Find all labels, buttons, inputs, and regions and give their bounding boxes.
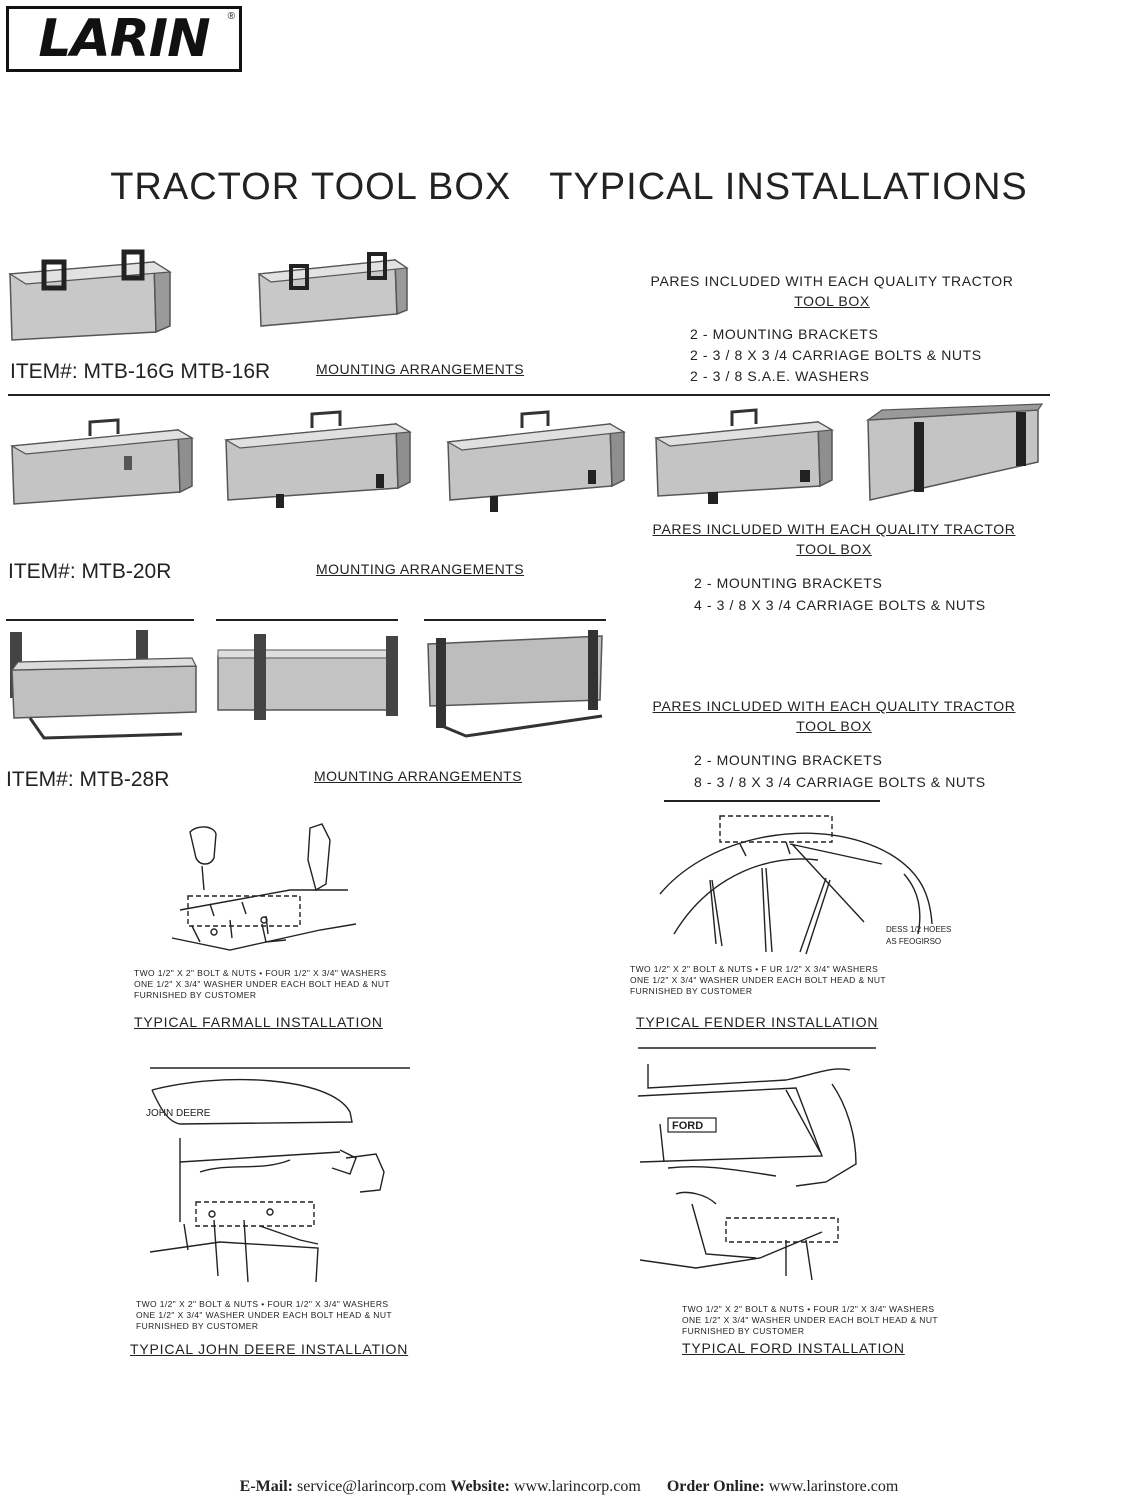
part-item: 4 - 3 / 8 X 3 /4 CARRIAGE BOLTS & NUTS	[694, 597, 986, 613]
product-photo-mtb-20r-e	[865, 403, 1044, 501]
website-link[interactable]: www.larincorp.com	[513, 1478, 641, 1495]
caption-line: FURNISHED BY CUSTOMER	[134, 990, 257, 1000]
mounting-label-1: MOUNTING ARRANGEMENTS	[316, 361, 525, 377]
part-item: 2 - MOUNTING BRACKETS	[694, 575, 883, 591]
contact-footer: E-Mail: service@larincorp.com Website: w…	[0, 1478, 1138, 1496]
divider-short	[216, 619, 398, 621]
caption-line: TWO 1/2" X 2" BOLT & NUTS • FOUR 1/2" X …	[682, 1304, 935, 1314]
mounting-label-2: MOUNTING ARRANGEMENTS	[316, 561, 525, 577]
caption-line: ONE 1/2" X 3/4" WASHER UNDER EACH BOLT H…	[134, 979, 390, 989]
email-link[interactable]: service@larincorp.com	[297, 1478, 447, 1495]
product-photo-mtb-20r-a	[10, 418, 194, 505]
product-photo-mtb-20r-b	[224, 410, 412, 508]
farmall-title: TYPICAL FARMALL INSTALLATION	[134, 1014, 383, 1030]
tool-box-label-2: TOOL BOX	[796, 541, 872, 557]
order-label: Order Online:	[666, 1478, 765, 1495]
caption-line: FURNISHED BY CUSTOMER	[682, 1326, 805, 1336]
fender-callout-1: DESS 1/2 HOEES	[886, 925, 951, 934]
email-label: E-Mail:	[239, 1478, 293, 1495]
product-photo-mtb-16r	[257, 252, 409, 327]
section-divider	[8, 394, 1050, 396]
ford-installation-diagram: FORD	[637, 1047, 876, 1281]
pares-block-1: PARES INCLUDED WITH EACH QUALITY TRACTOR…	[622, 273, 1042, 309]
divider-short	[6, 619, 194, 621]
caption-line: FURNISHED BY CUSTOMER	[630, 986, 753, 996]
fender-title: TYPICAL FENDER INSTALLATION	[636, 1014, 879, 1030]
website-label: Website:	[450, 1478, 510, 1495]
pares-block-3: PARES INCLUDED WITH EACH QUALITY TRACTOR…	[624, 698, 1044, 734]
pares-block-2: PARES INCLUDED WITH EACH QUALITY TRACTOR…	[624, 521, 1044, 557]
divider-short	[424, 619, 606, 621]
product-photo-mtb-20r-c	[446, 410, 626, 512]
pares-line-1: PARES INCLUDED WITH EACH QUALITY TRACTOR	[650, 273, 1014, 289]
tool-box-label-1: TOOL BOX	[794, 293, 870, 309]
item-label-mtb-20r: ITEM#: MTB-20R	[8, 560, 172, 583]
fender-installation-diagram: DESS 1/2 HOEES AS FEOGIRSO	[659, 815, 951, 955]
parts-list-3: 2 - MOUNTING BRACKETS 8 - 3 / 8 X 3 /4 C…	[694, 749, 986, 793]
item-label-mtb-28r: ITEM#: MTB-28R	[6, 768, 170, 791]
product-photo-mtb-16g	[8, 249, 172, 341]
farmall-installation-diagram	[171, 823, 357, 951]
caption-line: ONE 1/2" X 3/4" WASHER UNDER EACH BOLT H…	[630, 975, 886, 985]
registered-mark: ®	[227, 11, 235, 22]
john-deere-label: JOHN DEERE	[146, 1108, 211, 1119]
pares-line-3: PARES INCLUDED WITH EACH QUALITY TRACTOR	[652, 698, 1016, 714]
pares-line-2: PARES INCLUDED WITH EACH QUALITY TRACTOR	[652, 521, 1016, 537]
tool-box-label-3: TOOL BOX	[796, 718, 872, 734]
brand-logo: LARIN ®	[6, 6, 242, 72]
title-part-1: TRACTOR TOOL BOX	[110, 166, 512, 208]
part-item: 2 - 3 / 8 S.A.E. WASHERS	[690, 368, 870, 384]
caption-line: ONE 1/2" X 3/4" WASHER UNDER EACH BOLT H…	[682, 1315, 938, 1325]
part-item: 2 - 3 / 8 X 3 /4 CARRIAGE BOLTS & NUTS	[690, 347, 982, 363]
caption-line: FURNISHED BY CUSTOMER	[136, 1321, 259, 1331]
product-photo-mtb-28r-b	[217, 634, 398, 720]
caption-line: TWO 1/2" X 2" BOLT & NUTS • FOUR 1/2" X …	[134, 968, 387, 978]
title-part-2: TYPICAL INSTALLATIONS	[549, 166, 1028, 208]
page-title: TRACTOR TOOL BOX TYPICAL INSTALLATIONS	[0, 166, 1138, 209]
john-deere-caption: TWO 1/2" X 2" BOLT & NUTS • FOUR 1/2" X …	[136, 1299, 392, 1332]
part-item: 2 - MOUNTING BRACKETS	[694, 752, 883, 768]
farmall-caption: TWO 1/2" X 2" BOLT & NUTS • FOUR 1/2" X …	[134, 968, 390, 1001]
product-photo-mtb-20r-d	[654, 408, 834, 504]
caption-line: TWO 1/2" X 2" BOLT & NUTS • FOUR 1/2" X …	[136, 1299, 389, 1309]
order-link[interactable]: www.larinstore.com	[768, 1478, 899, 1495]
parts-list-2: 2 - MOUNTING BRACKETS 4 - 3 / 8 X 3 /4 C…	[694, 572, 986, 616]
fender-caption: TWO 1/2" X 2" BOLT & NUTS • F UR 1/2" X …	[630, 964, 886, 997]
mounting-label-3: MOUNTING ARRANGEMENTS	[314, 768, 523, 784]
ford-title: TYPICAL FORD INSTALLATION	[682, 1340, 905, 1356]
john-deere-installation-diagram: JOHN DEERE	[146, 1067, 410, 1283]
ford-caption: TWO 1/2" X 2" BOLT & NUTS • FOUR 1/2" X …	[682, 1304, 938, 1337]
item-label-mtb-16: ITEM#: MTB-16G MTB-16R	[10, 360, 271, 383]
part-item: 2 - MOUNTING BRACKETS	[690, 326, 879, 342]
part-item: 8 - 3 / 8 X 3 /4 CARRIAGE BOLTS & NUTS	[694, 774, 986, 790]
caption-line: TWO 1/2" X 2" BOLT & NUTS • F UR 1/2" X …	[630, 964, 879, 974]
logo-text: LARIN	[38, 9, 210, 69]
product-photo-mtb-28r-c	[427, 630, 603, 738]
john-deere-title: TYPICAL JOHN DEERE INSTALLATION	[130, 1341, 409, 1357]
parts-list-1: 2 - MOUNTING BRACKETS 2 - 3 / 8 X 3 /4 C…	[690, 324, 982, 387]
divider-short	[664, 800, 880, 802]
product-photo-mtb-28r-a	[10, 630, 197, 740]
caption-line: ONE 1/2" X 3/4" WASHER UNDER EACH BOLT H…	[136, 1310, 392, 1320]
fender-callout-2: AS FEOGIRSO	[886, 937, 941, 946]
ford-label: FORD	[672, 1120, 703, 1132]
